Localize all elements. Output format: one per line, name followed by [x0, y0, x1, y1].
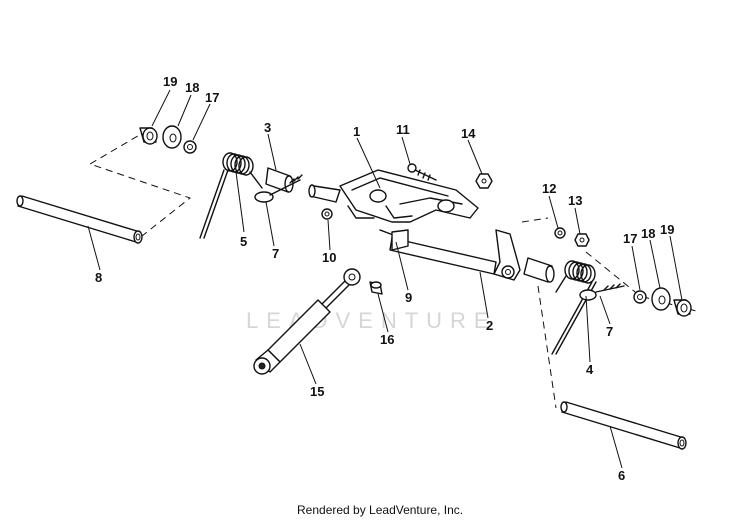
callout-labels: 19 18 17 3 1 11 14 12 13 17 18 19 5 7 10… [95, 74, 674, 483]
callout-6: 6 [618, 468, 625, 483]
part-4-torsion-spring-right[interactable] [551, 260, 597, 355]
part-10-nut[interactable] [321, 208, 333, 220]
part-18-washer-left[interactable] [162, 125, 182, 149]
part-14-nut[interactable] [475, 173, 493, 189]
part-1-pivot-bracket[interactable] [339, 169, 479, 223]
callout-19b: 19 [660, 222, 674, 237]
callout-13: 13 [568, 193, 582, 208]
callout-16: 16 [380, 332, 394, 347]
cross-shaft [308, 184, 341, 203]
callout-17b: 17 [623, 231, 637, 246]
footer-credit: Rendered by LeadVenture, Inc. [297, 503, 463, 517]
part-18-washer-right[interactable] [651, 287, 671, 311]
callout-10: 10 [322, 250, 336, 265]
callout-11: 11 [396, 122, 410, 137]
callout-7a: 7 [272, 246, 279, 261]
part-6-rod[interactable] [560, 401, 687, 450]
callout-1: 1 [353, 124, 360, 139]
alignment-line-rod6 [537, 285, 557, 409]
part-11-bolt[interactable] [407, 163, 437, 181]
callout-2: 2 [486, 318, 493, 333]
part-17-nut-right[interactable] [633, 290, 647, 304]
callout-4: 4 [586, 362, 594, 377]
part-17-nut-left[interactable] [183, 140, 197, 154]
callout-18a: 18 [185, 80, 199, 95]
part-5-torsion-spring-left[interactable] [199, 152, 263, 239]
part-3-spacer[interactable] [265, 167, 294, 193]
callout-18b: 18 [641, 226, 655, 241]
part-13-nut[interactable] [574, 233, 590, 247]
watermark-text: LEADVENTURE [246, 308, 497, 333]
part-7-hook-left[interactable] [254, 174, 303, 203]
part-15-shock-absorber[interactable] [253, 268, 361, 375]
callout-15: 15 [310, 384, 324, 399]
part-19-bushing-left[interactable] [139, 127, 158, 145]
part-2-lift-arm[interactable] [389, 229, 521, 281]
part-12-nut[interactable] [554, 227, 566, 239]
alignment-line-left [88, 129, 192, 237]
callout-7b: 7 [606, 324, 613, 339]
callout-17a: 17 [205, 90, 219, 105]
callout-8: 8 [95, 270, 102, 285]
callout-9: 9 [405, 290, 412, 305]
callout-14: 14 [461, 126, 476, 141]
part-spacer-right [523, 257, 555, 283]
callout-5: 5 [240, 234, 247, 249]
callout-19a: 19 [163, 74, 177, 89]
leader-lines [87, 89, 683, 469]
part-19-bushing-right[interactable] [673, 299, 692, 317]
part-16-bushing[interactable] [369, 281, 383, 295]
part-8-rod[interactable] [16, 195, 143, 244]
part-7-hook-right[interactable] [579, 283, 625, 301]
callout-12: 12 [542, 181, 556, 196]
callout-3: 3 [264, 120, 271, 135]
